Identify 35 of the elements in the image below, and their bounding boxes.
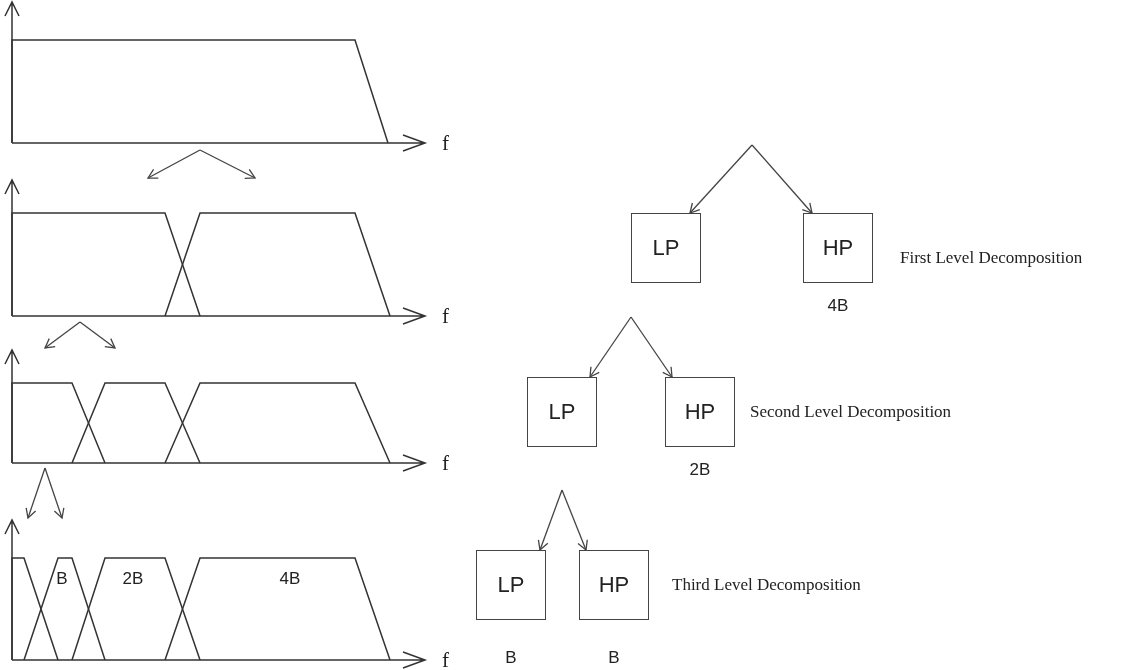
filter-box: LP <box>527 377 597 447</box>
arrow <box>751 144 813 214</box>
axis-label: f <box>442 452 449 474</box>
arrow <box>44 321 81 349</box>
arrow <box>44 467 65 519</box>
arrow <box>537 489 563 551</box>
band-label: 2B <box>122 569 144 587</box>
filter-box: HP <box>803 213 873 283</box>
level-caption: First Level Decomposition <box>900 248 1083 266</box>
bandwidth-label: B <box>505 648 517 666</box>
level-caption: Second Level Decomposition <box>750 402 952 420</box>
arrow <box>147 149 201 179</box>
filter-box: LP <box>631 213 701 283</box>
spectrum-plot-drawing <box>4 0 428 150</box>
bandwidth-label: 4B <box>827 296 849 314</box>
bandwidth-label: 2B <box>689 460 711 478</box>
arrow <box>561 489 588 551</box>
filter-box: LP <box>476 550 546 620</box>
filter-box: HP <box>665 377 735 447</box>
axis-label: f <box>442 649 449 670</box>
spectrum-plot-drawing <box>4 518 428 666</box>
arrow <box>630 316 673 378</box>
bandwidth-label: B <box>608 648 620 666</box>
arrow <box>589 316 632 378</box>
band-label: 4B <box>279 569 301 587</box>
arrow <box>689 144 753 214</box>
axis-label: f <box>442 132 449 154</box>
spectrum-plot-drawing <box>4 178 428 322</box>
band-label: B <box>56 569 68 587</box>
filter-box: HP <box>579 550 649 620</box>
axis-label: f <box>442 305 449 327</box>
arrow <box>199 149 256 179</box>
arrow <box>79 321 116 349</box>
level-caption: Third Level Decomposition <box>672 575 861 593</box>
arrow <box>25 467 46 519</box>
